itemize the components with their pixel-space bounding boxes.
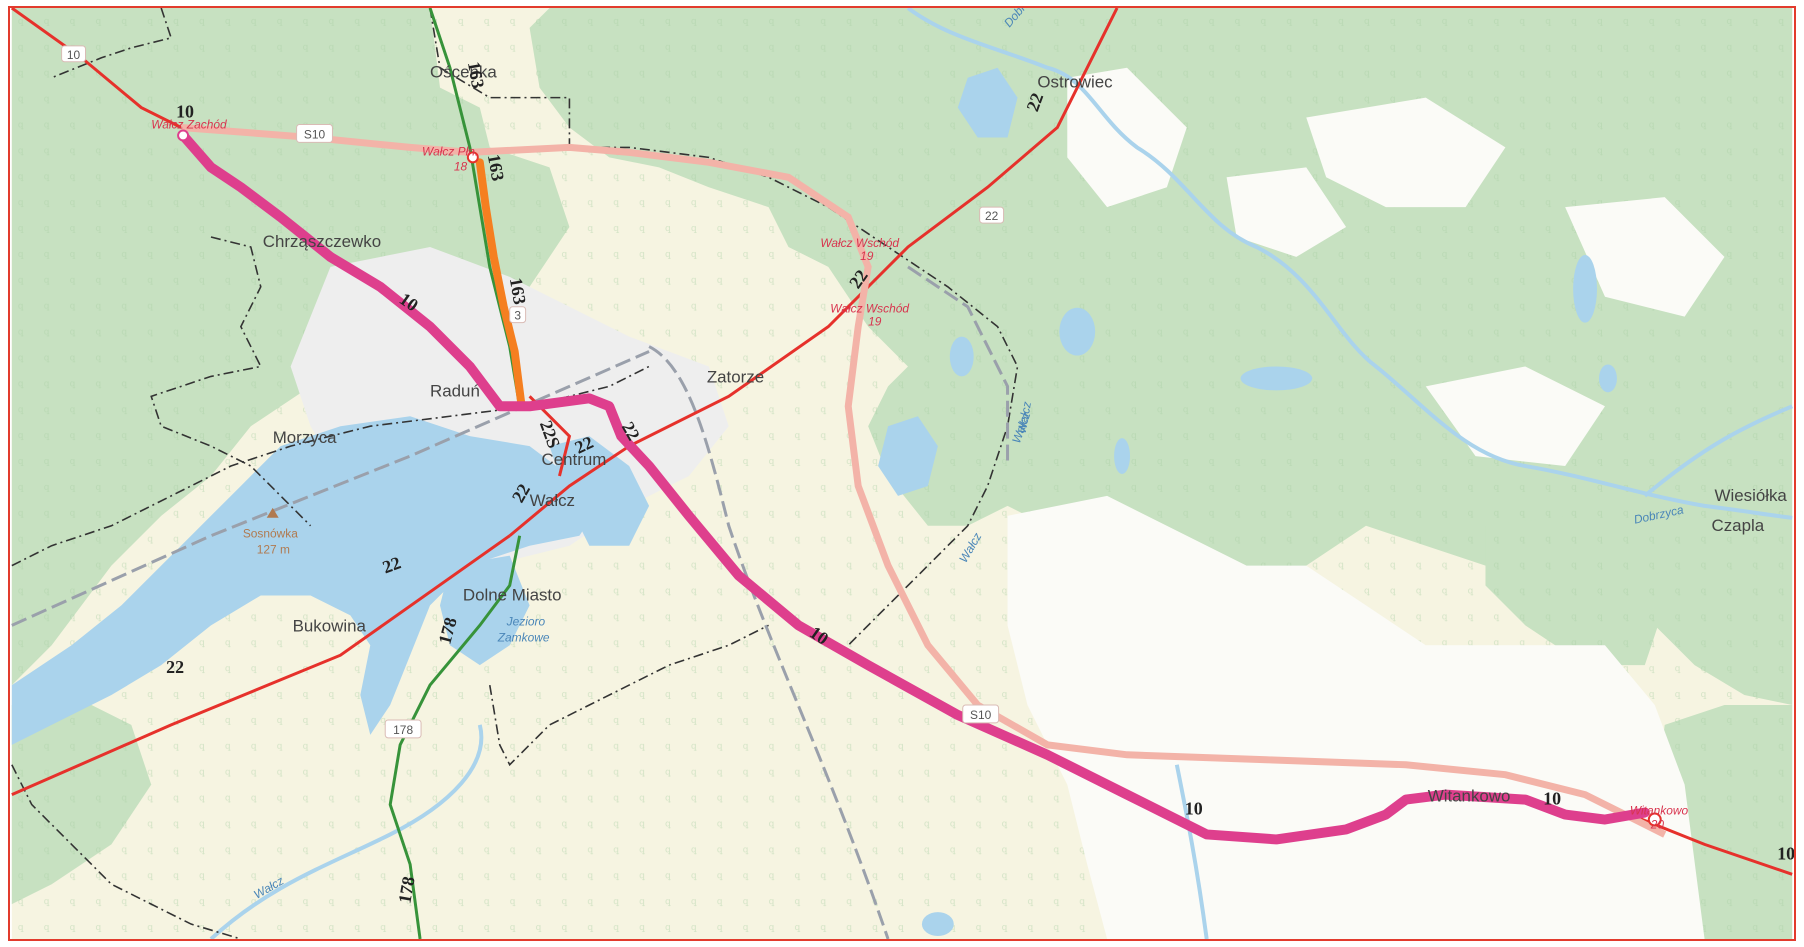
shield-178: 178 <box>384 719 422 739</box>
boundary-south-2 <box>488 624 769 767</box>
rail-label-walcz: Wałcz <box>1015 400 1034 434</box>
shield-163: 3 <box>509 306 527 324</box>
lake-wiesiolka <box>1114 438 1131 474</box>
shield-22-top: 22 <box>979 206 1005 224</box>
junction-walcz-zachod: Wałcz Zachód <box>151 117 227 131</box>
svg-text:22: 22 <box>985 209 999 223</box>
junction-walcz-polnoc: Wałcz Płn. <box>422 144 478 158</box>
water-jezioro-2: Zamkowe <box>497 630 550 644</box>
road-label-22-f: 22 <box>380 552 404 577</box>
boundary-west <box>150 236 312 527</box>
svg-text:10: 10 <box>67 48 81 62</box>
place-czapla: Czapla <box>1712 516 1765 535</box>
water-jezioro-1: Jezioro <box>506 614 546 628</box>
place-bukowina: Bukowina <box>293 616 367 635</box>
road-label-22-a: 22 <box>1022 90 1047 114</box>
place-radun: Raduń <box>430 381 480 400</box>
junction-labels: Wałcz Zachód Wałcz Płn. 18 Wałcz Wschód … <box>151 117 1688 831</box>
place-witankowo: Witankowo <box>1428 787 1511 806</box>
lake-zamkowe <box>439 555 530 666</box>
place-walcz: Wałcz <box>530 491 575 510</box>
lake-east-2 <box>1059 307 1096 356</box>
road-label-10-a: 10 <box>176 102 194 122</box>
map-frame[interactable]: ꝗ <box>8 6 1796 941</box>
lake-east-1 <box>1240 366 1313 391</box>
boundary-southwest <box>11 365 650 567</box>
junction-markers <box>177 129 1662 827</box>
road-178 <box>388 535 522 939</box>
lake-north-1 <box>957 67 1018 138</box>
road-22-center <box>528 395 572 477</box>
place-chrzaszczewko: Chrząszczewko <box>263 232 381 251</box>
boundary-town <box>429 8 1019 646</box>
road-label-163-b: 163 <box>484 153 508 183</box>
lake-center <box>949 336 974 377</box>
road-label-163-c: 163 <box>506 276 530 306</box>
river-south <box>1174 764 1209 939</box>
place-ostrowiec: Ostrowiec <box>1037 73 1112 92</box>
boundary-south <box>11 764 242 939</box>
junction-marker-walcz-zachod <box>177 129 190 142</box>
lake-east-3 <box>1573 254 1598 323</box>
lake-north-2 <box>878 416 938 496</box>
road-label-163-a: 163 <box>464 60 488 90</box>
boundary-north <box>51 8 173 79</box>
svg-text:3: 3 <box>514 309 521 323</box>
water-bodies <box>11 67 1617 937</box>
railway-3 <box>907 265 1010 467</box>
place-zatorze: Zatorze <box>707 367 764 386</box>
road-shields: S10 S10 22 178 3 10 <box>61 45 1005 739</box>
s10-expressway <box>180 124 1667 838</box>
road-22-southwest <box>11 534 511 796</box>
place-morzyca: Morzyca <box>273 428 337 447</box>
place-centrum: Centrum <box>542 450 607 469</box>
road-label-10-e: 10 <box>1543 789 1561 809</box>
s10-road <box>180 124 1667 838</box>
svg-text:178: 178 <box>393 723 413 737</box>
lake-bottom-1 <box>921 912 954 937</box>
peak-sosnowka-icon <box>266 507 279 518</box>
junction-walcz-polnoc-number: 18 <box>454 159 468 173</box>
road-label-10-f: 10 <box>1777 843 1794 863</box>
river-east-branch <box>1643 404 1793 498</box>
rivers <box>209 8 1793 939</box>
peak-sosnowka-elevation: 127 m <box>257 543 290 557</box>
junction-walcz-wschod-1-number: 19 <box>860 249 874 263</box>
lake-zatorze <box>549 436 650 546</box>
svg-text:S10: S10 <box>304 127 326 141</box>
shield-s10-bottom: S10 <box>962 704 1000 724</box>
road-label-22-g: 22 <box>166 657 184 677</box>
junction-marker-witankowo <box>1647 812 1662 827</box>
junction-witankowo: Witankowo <box>1630 804 1689 818</box>
clearings <box>1007 67 1725 939</box>
junction-witankowo-number: 20 <box>1650 817 1665 831</box>
route-map[interactable]: ꝗ <box>10 8 1794 939</box>
orange-route <box>475 158 526 411</box>
junction-walcz-wschod-1: Wałcz Wschód <box>820 236 899 250</box>
road-10-northwest <box>10 8 182 129</box>
place-oscienka: Oścenka <box>430 63 497 82</box>
admin-boundaries <box>11 8 1019 939</box>
junction-walcz-wschod-2: Wałcz Wschód <box>830 302 909 316</box>
road-label-10-d: 10 <box>1185 799 1203 819</box>
railways <box>11 265 1010 939</box>
main-route-10 <box>178 130 1650 845</box>
shield-s10-top: S10 <box>296 124 333 143</box>
peak-sosnowka-name: Sosnówka <box>243 527 298 541</box>
junction-walcz-wschod-2-number: 19 <box>868 315 882 329</box>
shield-10-corner: 10 <box>61 45 87 63</box>
junction-marker-walcz-polnoc <box>466 151 479 164</box>
svg-text:S10: S10 <box>970 708 992 722</box>
lake-raduń <box>11 416 600 745</box>
lake-east-4 <box>1599 364 1617 393</box>
road-label-178-b: 178 <box>394 875 418 905</box>
place-wiesiolka: Wiesiółka <box>1715 486 1788 505</box>
railway-2 <box>11 350 650 627</box>
place-dolne-miasto: Dolne Miasto <box>463 585 562 604</box>
place-labels: Oścenka Ostrowiec Chrząszczewko Raduń Za… <box>263 63 1788 806</box>
river-walcz <box>209 724 484 939</box>
railway-1 <box>648 345 890 939</box>
